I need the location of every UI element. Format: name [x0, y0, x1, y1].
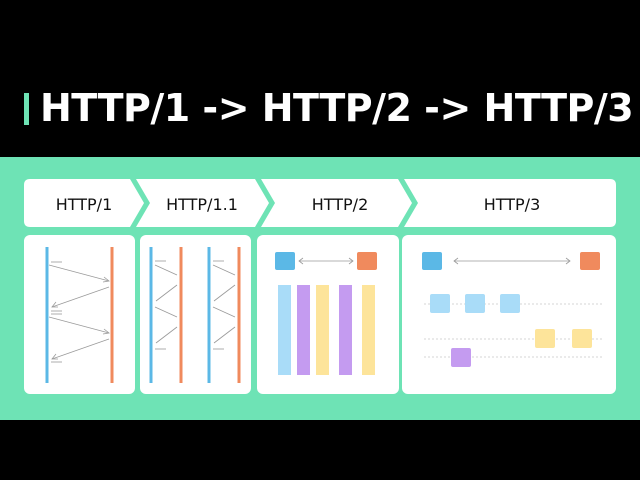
packet-blue-3	[500, 294, 520, 313]
panel-http1	[24, 235, 135, 394]
packet-blue-2	[465, 294, 485, 313]
packet-blue-1	[430, 294, 450, 313]
server-node	[580, 252, 600, 270]
tab-http3: HTTP/3	[483, 195, 541, 214]
tab-shape-http11	[136, 179, 269, 227]
bidirectional-arrow	[453, 257, 571, 265]
http1-sequence-diagram	[45, 247, 114, 383]
title-accent-bar	[24, 93, 29, 125]
http11-sequence-diagram	[149, 247, 241, 383]
tab-http1: HTTP/1	[55, 195, 113, 214]
response-arrow	[51, 286, 110, 308]
stream-2	[297, 285, 310, 375]
stream-5	[362, 285, 375, 375]
client-node	[422, 252, 442, 270]
stream-3	[316, 285, 329, 375]
tab-http11: HTTP/1.1	[166, 195, 238, 214]
http2-multiplex-diagram	[275, 252, 377, 375]
tab-shape-http3	[404, 179, 616, 227]
packet-yellow-2	[572, 329, 592, 348]
server-node	[357, 252, 377, 270]
packet-yellow-1	[535, 329, 555, 348]
page-title: HTTP/1 -> HTTP/2 -> HTTP/3	[40, 86, 634, 130]
http3-quic-diagram	[422, 252, 602, 367]
client-node	[275, 252, 295, 270]
request-arrow	[48, 264, 110, 282]
tab-shape-http1	[24, 179, 144, 227]
response-arrow	[51, 338, 110, 360]
request-arrow	[48, 316, 110, 334]
tab-http2: HTTP/2	[311, 195, 369, 214]
panel-http3	[402, 235, 616, 394]
stream-1	[278, 285, 291, 375]
tab-shape-http2	[261, 179, 412, 227]
bidirectional-arrow	[298, 257, 354, 265]
panel-http11	[140, 235, 251, 394]
panel-http2	[257, 235, 399, 394]
packet-purple-1	[451, 348, 471, 367]
protocol-header-bar	[24, 179, 616, 227]
stream-4	[339, 285, 352, 375]
